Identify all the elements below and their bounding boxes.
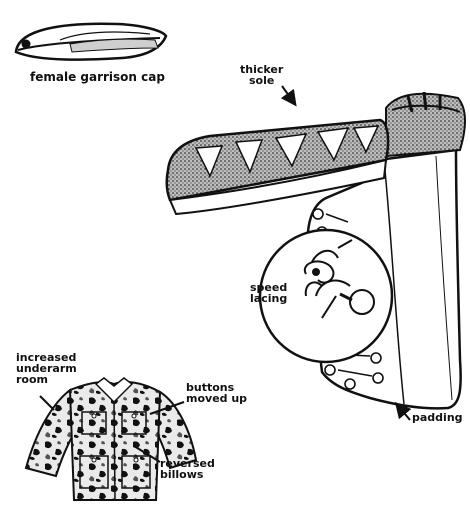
underarm-label: increased underarm room xyxy=(16,352,77,385)
lacing-label-line2: lacing xyxy=(250,293,287,304)
cap-label-text: female garrison cap xyxy=(30,70,165,84)
boot-drawing xyxy=(167,92,465,408)
garrison-cap-drawing xyxy=(16,24,166,60)
billows-label-line2: billows xyxy=(160,469,215,480)
sole-label: thicker sole xyxy=(240,64,283,86)
padding-label-text: padding xyxy=(412,411,463,424)
jacket-drawing xyxy=(26,378,196,500)
padding-label: padding xyxy=(412,412,463,423)
underarm-label-line3: room xyxy=(16,374,77,385)
sole-label-line2: sole xyxy=(240,75,283,86)
buttons-label: buttons moved up xyxy=(186,382,247,404)
billows-label: reversed billows xyxy=(160,458,215,480)
lacing-label: speed lacing xyxy=(250,282,287,304)
buttons-label-line2: moved up xyxy=(186,393,247,404)
cap-label: female garrison cap xyxy=(30,72,165,83)
